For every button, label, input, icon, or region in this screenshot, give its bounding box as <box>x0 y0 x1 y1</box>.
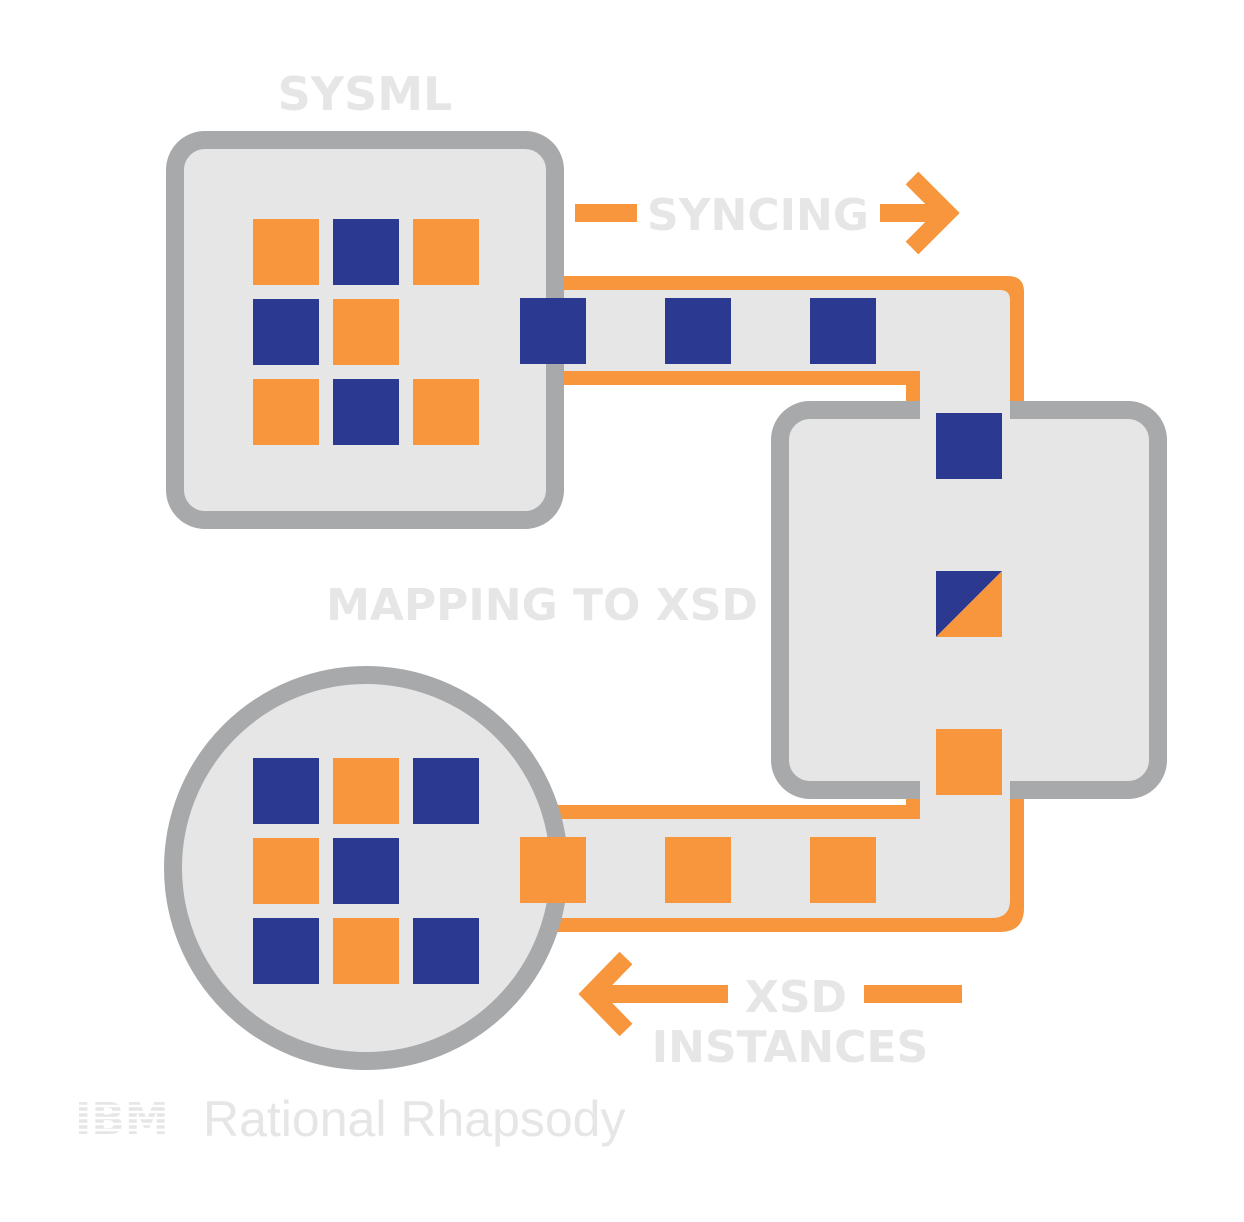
sysml-grid-square <box>333 379 399 445</box>
xsd-grid-square <box>253 918 319 984</box>
xsd-grid-square <box>253 838 319 904</box>
sysml-grid-square <box>333 219 399 285</box>
mapping-square <box>936 571 1002 637</box>
flow-square <box>520 298 586 364</box>
xsd-dash <box>864 985 962 1003</box>
bottom-flow-squares <box>520 837 876 903</box>
sysml-grid-square <box>253 379 319 445</box>
xsd-instances-grid <box>253 758 479 984</box>
xsd-grid-square <box>333 838 399 904</box>
flow-square <box>665 837 731 903</box>
xsd-label: XSD <box>745 972 847 1023</box>
xsd-grid-square <box>413 918 479 984</box>
sysml-grid <box>253 219 479 445</box>
brand: IBM Rational Rhapsody <box>70 1091 626 1147</box>
flow-square <box>810 298 876 364</box>
sysml-label: SYSML <box>278 67 453 121</box>
arrow-right-icon <box>880 171 960 255</box>
bottom-channel <box>540 785 1024 932</box>
xsd-grid-square <box>333 758 399 824</box>
syncing-label: SYNCING <box>647 190 869 241</box>
sysml-grid-square <box>413 379 479 445</box>
mapping-squares <box>936 413 1002 795</box>
top-channel <box>555 276 1024 415</box>
sysml-grid-square <box>253 299 319 365</box>
syncing-annotation: SYNCING <box>575 171 960 255</box>
arrow-left-icon <box>578 951 728 1037</box>
sysml-grid-square <box>413 219 479 285</box>
instances-label: INSTANCES <box>652 1022 928 1073</box>
ibm-logo: IBM <box>70 1094 190 1145</box>
flow-square <box>810 837 876 903</box>
flow-square <box>520 837 586 903</box>
syncing-dash <box>575 204 637 222</box>
xsd-instances-annotation: XSD INSTANCES <box>578 951 962 1073</box>
mapping-square <box>936 413 1002 479</box>
flow-square <box>665 298 731 364</box>
sysml-grid-square <box>333 299 399 365</box>
mapping-label: MAPPING TO XSD <box>326 580 758 631</box>
xsd-grid-square <box>413 758 479 824</box>
product-name: Rational Rhapsody <box>203 1091 626 1147</box>
top-flow-squares <box>520 298 876 364</box>
xsd-grid-square <box>333 918 399 984</box>
xsd-grid-square <box>253 758 319 824</box>
svg-text:IBM: IBM <box>75 1094 169 1145</box>
mapping-square <box>936 729 1002 795</box>
sysml-grid-square <box>253 219 319 285</box>
